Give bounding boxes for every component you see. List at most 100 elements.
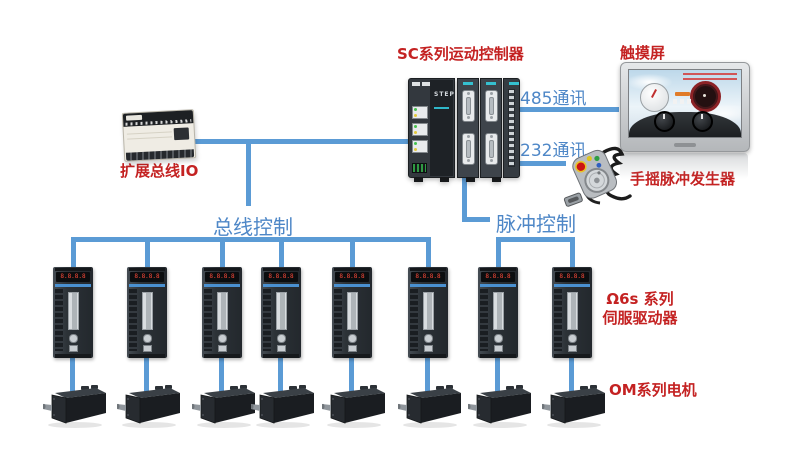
motor-shadow [473,422,527,428]
servo-motor [468,385,531,428]
motor-top-face [410,388,461,398]
controller-cpu-module: STEP [408,78,455,178]
coiled-cable [602,146,632,201]
drive-display: 8.8.8.8 [555,272,589,282]
drive-usb-port [218,334,227,343]
motor-body [140,393,180,423]
servo-series-line1: Ω6s 系列 [606,290,674,308]
drive-terminal-column [129,289,137,351]
drive-to-motor-line [495,350,500,392]
drive-encoder-port [568,345,577,352]
drive-base [334,354,370,358]
hmi-logo [674,143,696,147]
servo-motor [117,385,180,428]
drive-terminal-column [410,289,418,351]
controller-axis-module [480,78,502,178]
hmi-center-buttons [673,99,693,104]
servo-drive: 8.8.8.8 [332,267,372,358]
motor-shadow [256,422,310,428]
hmi-knob-deck [629,111,741,137]
servo-motor [251,385,314,428]
controller-pulse-feed-horizontal [462,217,490,222]
drive-top-strip [129,268,165,271]
motor-connector [299,385,306,389]
servo-drive: 8.8.8.8 [127,267,167,358]
cpu-power-terminal [412,163,427,173]
drive-terminal-column [204,289,212,351]
drive-usb-port [568,334,577,343]
hmi-screen [628,69,742,138]
drive-io-connector [276,292,287,330]
drive-accent-stripe [204,284,240,287]
drive-terminal-column [554,289,562,351]
motor-top-face [129,388,180,398]
motor-top-face [263,388,314,398]
comm-485-line [519,107,619,112]
bus-drop-line [71,240,76,268]
dsub-connector [462,133,475,165]
bus-control-label: 总线控制 [213,215,293,239]
cpu-top-mark [422,82,430,86]
bus-drop-line [496,240,501,268]
motor-connector [240,385,247,389]
motor-connector [91,385,98,389]
ethernet-port [412,140,428,153]
drive-display: 8.8.8.8 [481,272,515,282]
motor-top-face [480,388,531,398]
handwheel-label: 手摇脉冲发生器 [630,170,736,188]
drive-display: 8.8.8.8 [130,272,164,282]
motor-body [565,393,605,423]
drive-top-strip [263,268,299,271]
comm-232-label: 232通讯 [520,141,587,161]
cpu-face-panel: STEP [430,80,454,176]
motor-shadow [327,422,381,428]
db-connector [563,192,583,207]
green-button [594,155,600,162]
dsub-connector [485,133,498,165]
drive-top-strip [204,268,240,271]
motor-shadow [547,422,601,428]
drive-top-strip [480,268,516,271]
drive-usb-port [494,334,503,343]
drive-base [554,354,590,358]
servo-drive: 8.8.8.8 [552,267,592,358]
bus-drop-line [426,240,431,268]
drive-encoder-port [277,345,286,352]
bus-drop-line [350,240,355,268]
motor-connector [446,385,453,389]
drive-encoder-port [424,345,433,352]
dsub-connector [485,90,498,122]
controller-terminal-module [503,78,520,178]
drive-accent-stripe [129,284,165,287]
servo-series-label: Ω6s 系列 伺服驱动器 [592,290,688,328]
handwheel-pendant [563,146,632,207]
motor-body [345,393,385,423]
motor-body [421,393,461,423]
bus-drop-line [279,240,284,268]
drive-accent-stripe [410,284,446,287]
motor-body [491,393,531,423]
servo-drive: 8.8.8.8 [53,267,93,358]
motor-connector [165,385,172,389]
touchscreen-hmi [620,62,750,152]
motor-connector [436,386,444,390]
bus-drop-line [570,240,575,268]
drive-accent-stripe [334,284,370,287]
drive-terminal-column [263,289,271,351]
motor-connector [506,386,514,390]
drive-display: 8.8.8.8 [205,272,239,282]
cpu-top-mark [412,82,420,86]
bus-control-rail [71,237,431,242]
drive-usb-port [277,334,286,343]
ethernet-port [412,106,428,119]
motor-shadow [48,422,102,428]
hmi-analog-gauge [640,83,669,112]
pulse-control-label: 脉冲控制 [496,212,576,236]
drive-to-motor-line [278,350,283,392]
drive-top-strip [334,268,370,271]
motor-connector [81,386,89,390]
drive-accent-stripe [480,284,516,287]
motor-shadow [197,422,251,428]
